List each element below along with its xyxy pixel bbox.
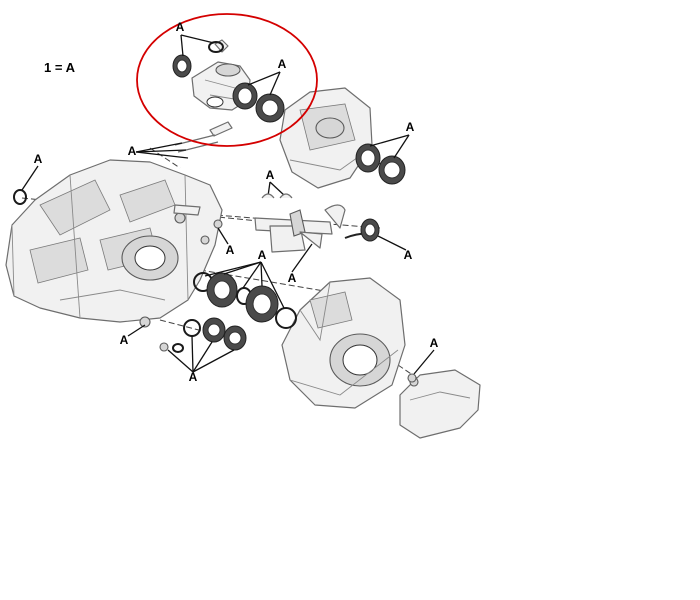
callout-a: A [278,57,287,71]
callout-a: A [189,370,198,384]
callout-a: A [430,336,439,350]
leader-lines [21,34,435,375]
callout-a: A [226,243,235,257]
callout-a: A [288,271,297,285]
shift-rod-assembly [173,121,376,253]
retaining-clips [261,193,293,199]
callout-a: A [176,20,185,34]
callout-a: A [404,248,413,262]
callout-a: A [128,144,137,158]
highlight-circle [136,13,318,147]
upper-right-cover [279,87,373,189]
callout-labels: A A A A A A A A A A A A A [34,20,439,384]
end-cover-plate [399,369,481,439]
callout-a: A [258,248,267,262]
callout-a: A [34,152,43,166]
callout-a: A [406,120,415,134]
right-bell-housing [281,277,406,409]
seals-group [13,41,417,383]
oring-top [208,41,224,53]
legend-text: 1 = A [44,60,76,75]
left-transmission-case [5,159,223,323]
callout-a: A [120,333,129,347]
callout-a: A [266,168,275,182]
